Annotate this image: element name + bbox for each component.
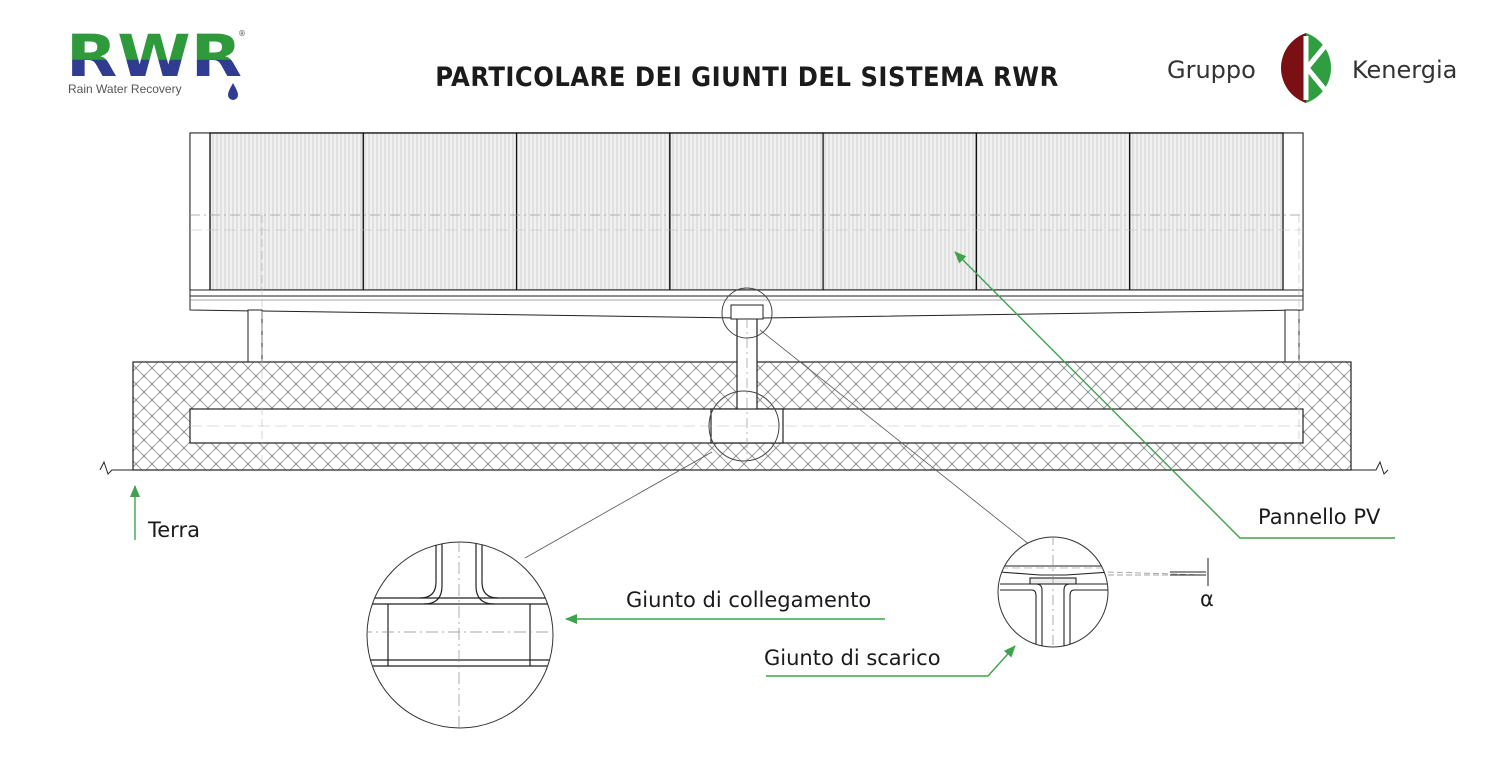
pv-module [1129, 132, 1284, 291]
pv-module [362, 132, 518, 291]
pv-module [209, 132, 364, 291]
water-drop-icon [228, 83, 238, 100]
alpha-angle-label: α [1200, 587, 1214, 611]
drain-joint-label: Giunto di scarico [764, 646, 941, 670]
connection-joint-label: Giunto di collegamento [626, 588, 871, 612]
pv-module [822, 132, 978, 291]
pv-module [515, 132, 671, 291]
ground-line [99, 460, 1389, 475]
rwr-logo-letters: RWR [66, 22, 242, 90]
ground-label: Terra [147, 518, 200, 542]
pv-panel-label: Pannello PV [1258, 505, 1381, 529]
ground-base [99, 215, 1389, 475]
pv-module [975, 132, 1131, 291]
kenergia-k-icon [1281, 33, 1332, 103]
rwr-logo: RWR Rain Water Recovery ® [66, 22, 246, 100]
drain-joint-detail: α [997, 536, 1214, 648]
kenergia-left-word: Gruppo [1167, 56, 1256, 84]
kenergia-logo: Gruppo Kenergia [1167, 33, 1457, 103]
registered-mark: ® [238, 29, 246, 38]
detail-callout-lines [524, 329, 1031, 559]
connection-joint-detail [366, 541, 554, 729]
pv-panel-array [189, 132, 1304, 363]
rwr-logo-tagline: Rain Water Recovery [68, 82, 182, 96]
pv-module [669, 132, 824, 291]
kenergia-right-word: Kenergia [1352, 56, 1457, 84]
page-title: PARTICOLARE DEI GIUNTI DEL SISTEMA RWR [435, 62, 1059, 93]
connection-joint-callout: Giunto di collegamento [565, 588, 885, 624]
ground-callout: Terra [130, 485, 200, 542]
pv-panel-callout: Pannello PV [954, 251, 1395, 539]
drain-joint-callout: Giunto di scarico [764, 645, 1016, 677]
